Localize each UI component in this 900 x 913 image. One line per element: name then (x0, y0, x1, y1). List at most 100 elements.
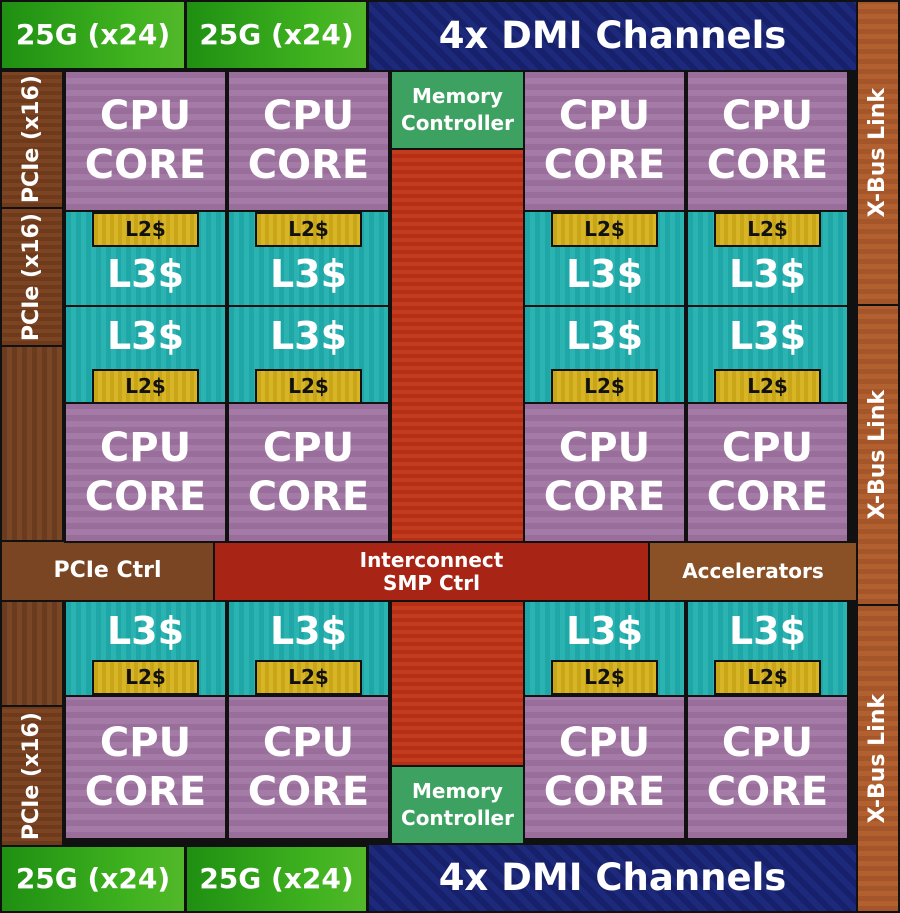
xbus-link-2: X-Bus Link (856, 304, 900, 606)
dmi-block-top: 4x DMI Channels (367, 0, 858, 72)
cpu-core: CPU CORE (523, 70, 686, 212)
dmi-label: 4x DMI Channels (438, 855, 787, 899)
l3-cache-label: L3$ (728, 251, 807, 296)
l3-cache-label: L3$ (565, 608, 644, 653)
l2-cache: L2$ (255, 660, 362, 695)
cpu-core-label: CPU CORE (84, 424, 207, 520)
cpu-core: CPU CORE (227, 402, 390, 543)
cpu-core: CPU CORE (64, 695, 227, 840)
l3-cache-label: L3$ (106, 251, 185, 296)
l3-cache-label: L3$ (106, 313, 185, 358)
l3-cache-label: L3$ (106, 608, 185, 653)
l2-cache: L2$ (92, 212, 199, 247)
l3-cache: L3$ (523, 305, 686, 404)
dmi-label: 4x DMI Channels (438, 13, 787, 57)
interconnect-smp-ctrl: Interconnect SMP Ctrl (213, 541, 650, 602)
pcie-phy-area (0, 345, 64, 542)
l2-cache: L2$ (714, 660, 821, 695)
cpu-core: CPU CORE (686, 695, 849, 840)
l2-cache-label: L2$ (288, 665, 329, 689)
l2-cache: L2$ (551, 212, 658, 247)
cpu-core: CPU CORE (523, 695, 686, 840)
cpu-core-label: CPU CORE (706, 424, 829, 520)
cpu-core-label: CPU CORE (84, 719, 207, 815)
cpu-core: CPU CORE (64, 70, 227, 212)
l2-cache: L2$ (714, 212, 821, 247)
l2-cache-label: L2$ (747, 374, 788, 398)
pcie-ctrl-label: PCIe Ctrl (53, 558, 162, 584)
cpu-core-label: CPU CORE (706, 93, 829, 188)
l3-cache-label: L3$ (269, 251, 348, 296)
memory-controller-label: Memory Controller (401, 779, 514, 830)
l3-cache-label: L3$ (728, 608, 807, 653)
l3-cache-label: L3$ (565, 313, 644, 358)
l2-cache-label: L2$ (584, 374, 625, 398)
memory-controller-top: Memory Controller (390, 70, 525, 150)
central-fabric (390, 148, 525, 768)
xbus-link-1: X-Bus Link (856, 0, 900, 306)
l2-cache-label: L2$ (747, 665, 788, 689)
cpu-core: CPU CORE (227, 70, 390, 212)
cpu-core-label: CPU CORE (247, 424, 370, 520)
cpu-core: CPU CORE (686, 70, 849, 212)
serdes-label: 25G (x24) (199, 861, 354, 895)
xbus-label: X-Bus Link (865, 390, 891, 520)
l2-cache: L2$ (551, 660, 658, 695)
l2-cache-label: L2$ (125, 217, 166, 241)
cpu-core: CPU CORE (64, 402, 227, 543)
serdes-block-top-right: 25G (x24) (185, 0, 368, 70)
l2-cache: L2$ (255, 369, 362, 404)
cpu-core-label: CPU CORE (247, 719, 370, 815)
pcie-phy-area-lower (0, 600, 64, 707)
memory-controller-bottom: Memory Controller (390, 765, 525, 845)
l2-cache-label: L2$ (747, 217, 788, 241)
pcie-label: PCIe (x16) (18, 213, 44, 341)
l3-cache: L3$ (686, 210, 849, 307)
pcie-label: PCIe (x16) (18, 75, 44, 204)
l2-cache: L2$ (255, 212, 362, 247)
interconnect-label: Interconnect SMP Ctrl (359, 547, 504, 595)
l2-cache-label: L2$ (584, 217, 625, 241)
l3-cache-label: L3$ (728, 313, 807, 358)
cpu-core: CPU CORE (523, 402, 686, 543)
l3-cache-label: L3$ (565, 251, 644, 296)
l2-cache-label: L2$ (288, 217, 329, 241)
l2-cache: L2$ (551, 369, 658, 404)
cpu-core: CPU CORE (686, 402, 849, 543)
l2-cache: L2$ (714, 369, 821, 404)
serdes-block-bottom-left: 25G (x24) (0, 845, 186, 913)
xbus-label: X-Bus Link (865, 693, 891, 824)
cpu-core-label: CPU CORE (247, 93, 370, 188)
l2-cache-label: L2$ (584, 665, 625, 689)
l3-cache-label: L3$ (269, 608, 348, 653)
serdes-block-top-left: 25G (x24) (0, 0, 186, 70)
pcie-block-1: PCIe (x16) (0, 70, 64, 209)
cpu-core-label: CPU CORE (543, 719, 666, 815)
xbus-link-3: X-Bus Link (856, 604, 900, 913)
pcie-label: PCIe (x16) (18, 712, 44, 840)
serdes-label: 25G (x24) (199, 17, 354, 51)
cpu-core-label: CPU CORE (543, 93, 666, 188)
l2-cache: L2$ (92, 369, 199, 404)
l2-cache: L2$ (92, 660, 199, 695)
memory-controller-label: Memory Controller (401, 84, 514, 135)
xbus-label: X-Bus Link (865, 88, 891, 218)
serdes-label: 25G (x24) (15, 17, 171, 51)
l3-cache-label: L3$ (269, 313, 348, 358)
pcie-block-3: PCIe (x16) (0, 705, 64, 847)
cpu-core: CPU CORE (227, 695, 390, 840)
cpu-core-label: CPU CORE (84, 93, 207, 188)
l3-cache: L3$ (227, 600, 390, 697)
cpu-core-label: CPU CORE (543, 424, 666, 520)
serdes-label: 25G (x24) (15, 861, 171, 895)
cpu-core-label: CPU CORE (706, 719, 829, 815)
l2-cache-label: L2$ (125, 374, 166, 398)
accelerators-block: Accelerators (648, 541, 858, 602)
pcie-block-2: PCIe (x16) (0, 207, 64, 347)
pcie-ctrl-block: PCIe Ctrl (0, 540, 215, 602)
l2-cache-label: L2$ (288, 374, 329, 398)
accelerators-label: Accelerators (682, 559, 824, 583)
serdes-block-bottom-right: 25G (x24) (185, 845, 368, 913)
l2-cache-label: L2$ (125, 665, 166, 689)
